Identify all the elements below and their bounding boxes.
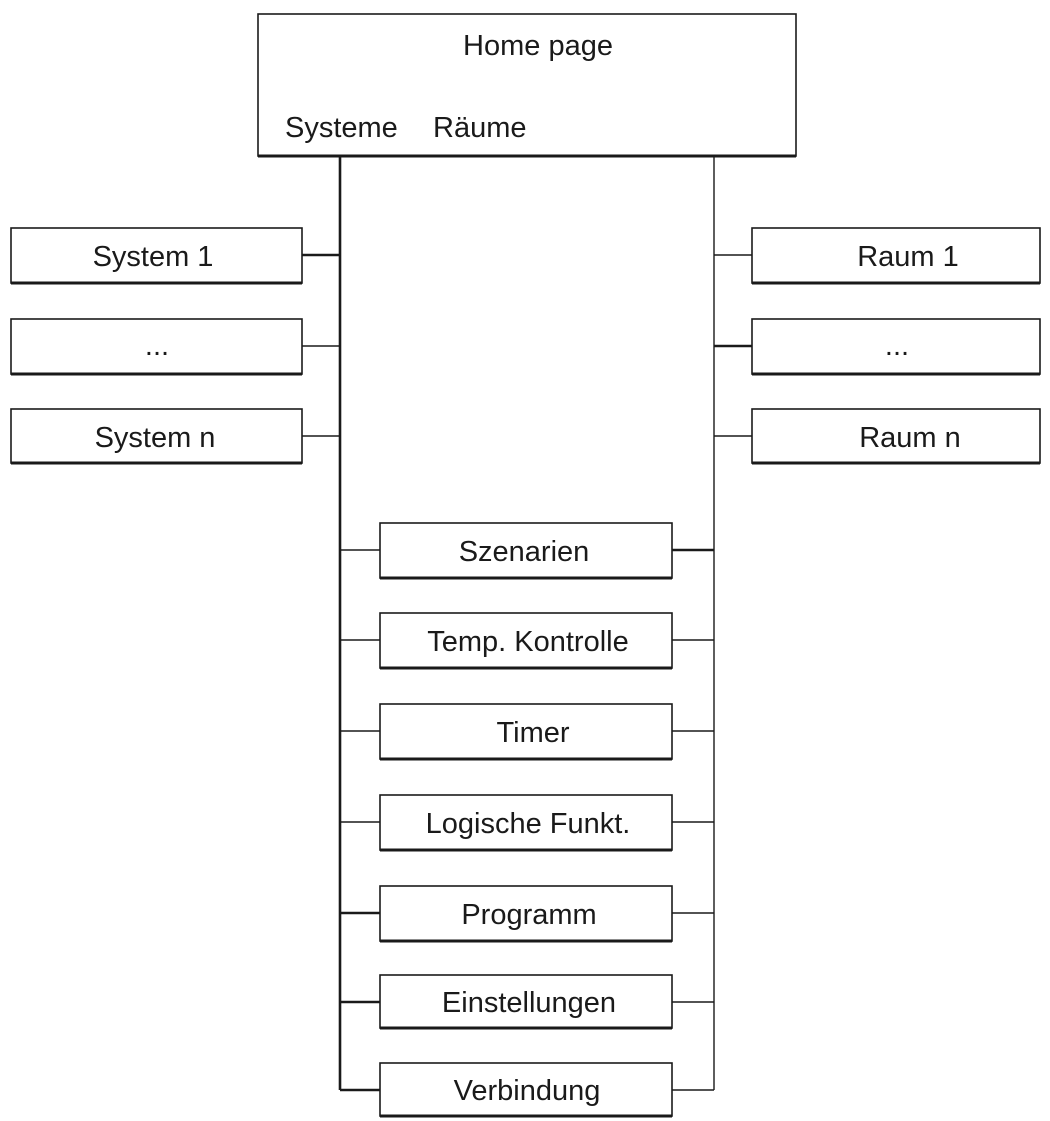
programm-label: Programm <box>461 899 596 931</box>
system-1-box: System 1 <box>10 227 303 285</box>
system-ellipsis-box: ... <box>10 318 303 376</box>
logische-funkt-box: Logische Funkt. <box>379 794 673 852</box>
home-page-box: Home page Systeme Räume <box>257 13 797 158</box>
home-systeme-label: Systeme <box>285 112 398 144</box>
raum-1-label: Raum 1 <box>857 241 959 273</box>
raum-n-label: Raum n <box>859 422 961 454</box>
logische-funkt-label: Logische Funkt. <box>426 808 631 840</box>
timer-box: Timer <box>379 703 673 761</box>
temp-kontrolle-label: Temp. Kontrolle <box>427 626 629 658</box>
system-1-label: System 1 <box>93 241 214 273</box>
system-ellipsis-label: ... <box>145 330 169 362</box>
raum-ellipsis-label: ... <box>885 330 909 362</box>
raum-ellipsis-box: ... <box>751 318 1041 376</box>
home-page-title: Home page <box>463 30 613 62</box>
raum-1-box: Raum 1 <box>751 227 1041 285</box>
system-n-box: System n <box>10 408 303 465</box>
raum-n-box: Raum n <box>751 408 1041 465</box>
system-n-label: System n <box>95 422 216 454</box>
verbindung-box: Verbindung <box>379 1062 673 1118</box>
timer-label: Timer <box>496 717 569 749</box>
home-raeume-label: Räume <box>433 112 527 144</box>
programm-box: Programm <box>379 885 673 943</box>
szenarien-box: Szenarien <box>379 522 673 580</box>
einstellungen-box: Einstellungen <box>379 974 673 1030</box>
szenarien-label: Szenarien <box>459 536 590 568</box>
verbindung-label: Verbindung <box>454 1075 601 1107</box>
einstellungen-label: Einstellungen <box>442 987 616 1019</box>
temp-kontrolle-box: Temp. Kontrolle <box>379 612 673 670</box>
